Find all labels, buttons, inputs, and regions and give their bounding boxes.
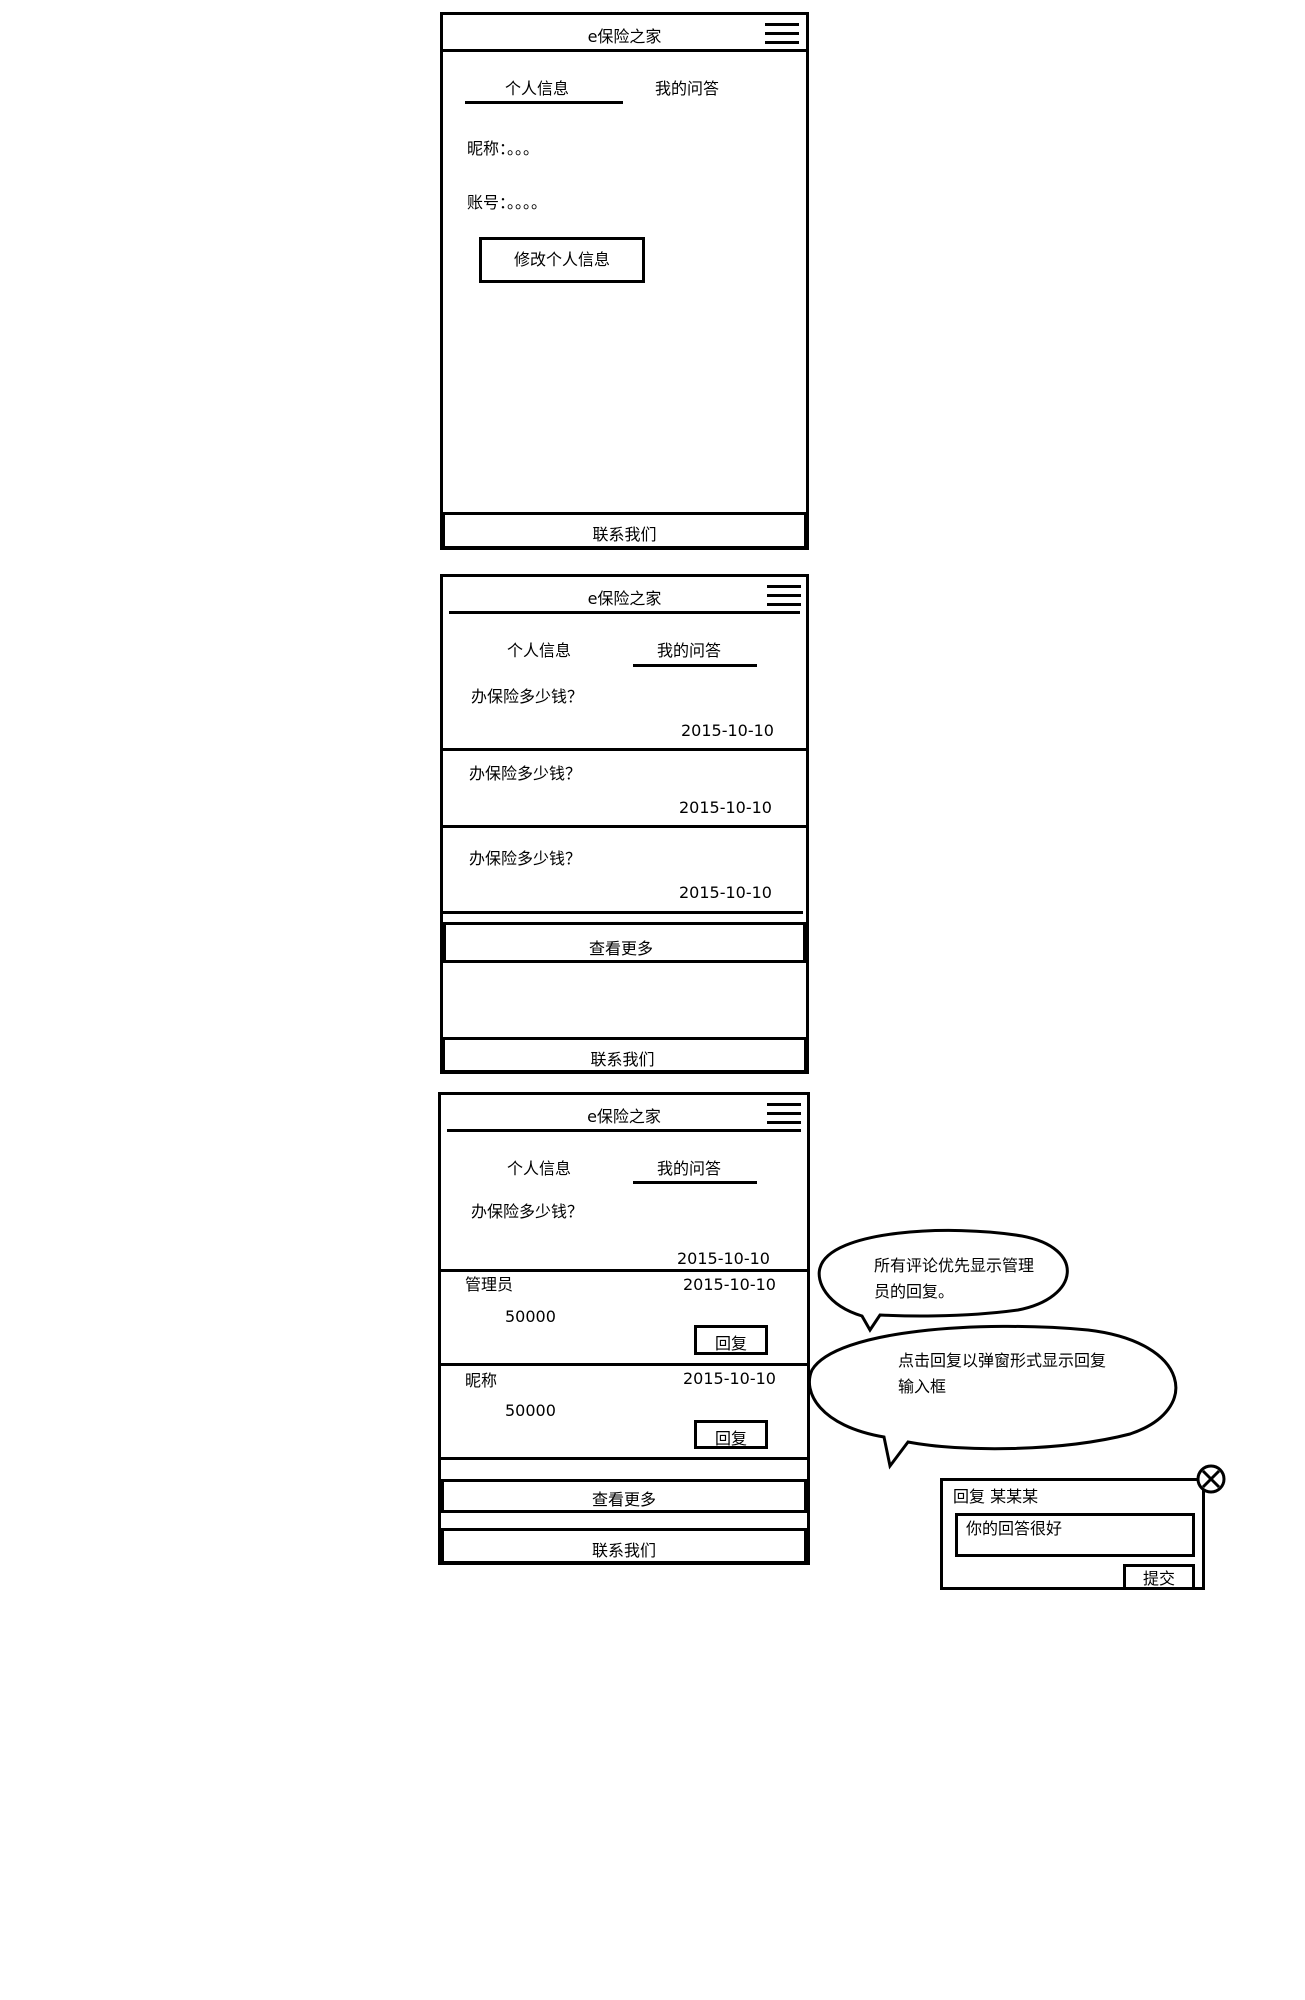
question-text: 办保险多少钱？	[469, 849, 582, 868]
contact-us-label: 联系我们	[592, 525, 657, 544]
contact-us-label: 联系我们	[591, 1541, 656, 1560]
question-date: 2015-10-10	[679, 798, 772, 817]
account-label: 账号：。。。。	[467, 193, 548, 212]
question-date: 2015-10-10	[677, 1249, 770, 1268]
hamburger-menu-icon[interactable]	[767, 585, 801, 607]
tab-answers[interactable]: 我的问答	[655, 79, 720, 98]
comment-date: 2015-10-10	[683, 1369, 776, 1388]
comment-content: 50000	[505, 1401, 556, 1420]
annotation-text-line: 员的回复。	[874, 1282, 955, 1301]
contact-us-button[interactable]: 联系我们	[441, 1528, 807, 1564]
app-title: e保险之家	[587, 1107, 661, 1126]
question-divider	[443, 748, 806, 751]
tab-answers[interactable]: 我的问答	[657, 641, 722, 660]
callout-bubble-reply-popup	[807, 1324, 1178, 1470]
annotation-reply-popup: 点击回复以弹窗形式显示回复 输入框	[898, 1348, 1106, 1400]
question-date: 2015-10-10	[681, 721, 774, 740]
edit-profile-button-label: 修改个人信息	[513, 250, 610, 269]
callout-bubble-admin-first	[817, 1228, 1069, 1333]
reply-button-label: 回复	[714, 1334, 747, 1353]
view-more-label: 查看更多	[591, 1490, 656, 1509]
contact-us-button[interactable]: 联系我们	[442, 1037, 807, 1073]
annotation-text-line: 所有评论优先显示管理	[874, 1256, 1035, 1275]
question-date: 2015-10-10	[679, 883, 772, 902]
header-divider	[447, 1129, 801, 1132]
comment-author: 昵称	[465, 1371, 498, 1390]
comment-date: 2015-10-10	[683, 1275, 776, 1294]
tab-profile-underline	[465, 101, 623, 104]
hamburger-menu-icon[interactable]	[765, 23, 799, 45]
tab-answers-underline	[633, 664, 757, 667]
annotation-text-line: 输入框	[898, 1377, 947, 1396]
submit-button-label: 提交	[1142, 1569, 1175, 1588]
comment-author: 管理员	[465, 1275, 514, 1294]
reply-button[interactable]: 回复	[694, 1420, 768, 1449]
question-text: 办保险多少钱？	[471, 1202, 584, 1221]
question-divider	[443, 825, 806, 828]
question-text: 办保险多少钱？	[469, 764, 582, 783]
contact-us-button[interactable]: 联系我们	[442, 512, 807, 549]
view-more-button[interactable]: 查看更多	[443, 922, 806, 963]
header-divider	[443, 49, 806, 52]
header-divider	[449, 611, 800, 614]
annotation-admin-first: 所有评论优先显示管理 员的回复。	[874, 1253, 1034, 1305]
tab-answers[interactable]: 我的问答	[657, 1159, 722, 1178]
screen-my-answers: e保险之家 个人信息 我的问答 办保险多少钱？ 2015-10-10 办保险多少…	[440, 574, 809, 1074]
tab-profile[interactable]: 个人信息	[507, 1159, 572, 1178]
screen-profile: e保险之家 个人信息 我的问答 昵称：。。。 账号：。。。。 修改个人信息 联系…	[440, 12, 809, 550]
tab-profile[interactable]: 个人信息	[507, 641, 572, 660]
contact-us-label: 联系我们	[590, 1050, 655, 1069]
reply-popup: 回复 某某某 你的回答很好 提交	[940, 1478, 1205, 1590]
close-circle-icon[interactable]	[1195, 1463, 1227, 1495]
comment-divider	[441, 1363, 807, 1366]
app-title: e保险之家	[587, 589, 662, 608]
reply-button[interactable]: 回复	[694, 1325, 768, 1355]
app-title: e保险之家	[587, 27, 662, 46]
tab-profile[interactable]: 个人信息	[505, 79, 570, 98]
reply-button-label: 回复	[714, 1429, 747, 1448]
screen-question-detail: e保险之家 个人信息 我的问答 办保险多少钱？ 2015-10-10 管理员 2…	[438, 1092, 810, 1565]
reply-popup-title: 回复 某某某	[953, 1487, 1039, 1506]
submit-button[interactable]: 提交	[1123, 1564, 1195, 1590]
reply-input-value: 你的回答很好	[966, 1519, 1063, 1538]
view-more-button[interactable]: 查看更多	[441, 1479, 807, 1513]
question-text: 办保险多少钱？	[471, 687, 584, 706]
comment-divider	[441, 1457, 807, 1460]
annotation-text-line: 点击回复以弹窗形式显示回复	[898, 1351, 1107, 1370]
comment-content: 50000	[505, 1307, 556, 1326]
question-divider	[441, 1269, 807, 1272]
view-more-label: 查看更多	[588, 939, 653, 958]
question-divider	[443, 911, 803, 914]
reply-input[interactable]: 你的回答很好	[955, 1513, 1195, 1557]
edit-profile-button[interactable]: 修改个人信息	[479, 237, 645, 283]
hamburger-menu-icon[interactable]	[767, 1103, 801, 1125]
nickname-label: 昵称：。。。	[467, 139, 540, 158]
tab-answers-underline	[633, 1181, 757, 1184]
